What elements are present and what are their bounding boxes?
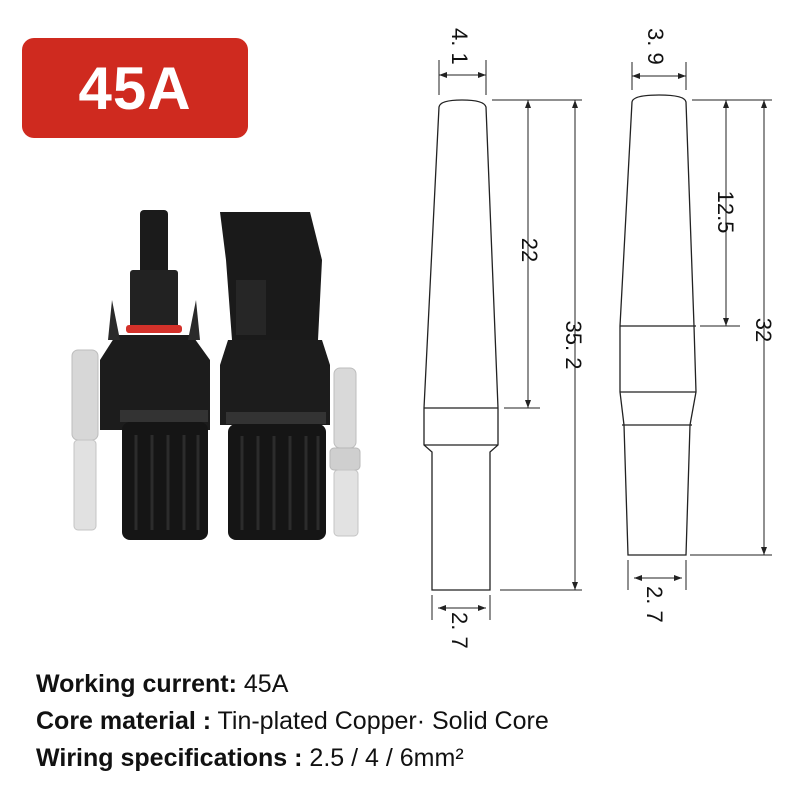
spec-value: 2.5 / 4 / 6mm² <box>302 744 464 772</box>
current-badge: 45A <box>22 38 248 138</box>
female-connector-icon <box>220 212 330 540</box>
spec-wiring: Wiring specifications : 2.5 / 4 / 6mm² <box>36 740 776 777</box>
spec-list: Working current: 45A Core material : Tin… <box>36 666 776 777</box>
female-pin-icon <box>329 367 361 537</box>
dimension-drawing: 4. 1 22 35. 2 2. 7 3. 9 12.5 32 2. 7 <box>423 28 776 649</box>
male-connector-icon <box>100 210 210 540</box>
left-upper-length-label: 22 <box>517 238 542 262</box>
right-upper-length-label: 12.5 <box>713 191 738 234</box>
spec-working-current: Working current: 45A <box>36 666 776 703</box>
male-pin-icon <box>71 349 99 531</box>
right-pin-outline <box>619 94 697 556</box>
spec-key: Wiring specifications : <box>36 744 303 772</box>
connector-illustration <box>71 210 361 540</box>
right-bottom-diameter-label: 2. 7 <box>642 586 667 623</box>
spec-key: Core material : <box>36 707 212 735</box>
spec-value: Tin-plated Copper· Solid Core <box>211 707 549 735</box>
left-bottom-diameter-label: 2. 7 <box>447 612 472 649</box>
left-pin-outline <box>423 99 499 591</box>
left-top-diameter-label: 4. 1 <box>447 28 472 65</box>
spec-value: 45A <box>236 670 289 698</box>
spec-core-material: Core material : Tin-plated Copper· Solid… <box>36 703 776 740</box>
left-total-length-label: 35. 2 <box>561 321 586 370</box>
spec-key: Working current: <box>36 670 237 698</box>
right-total-length-label: 32 <box>751 318 776 342</box>
right-top-diameter-label: 3. 9 <box>643 28 668 65</box>
badge-label: 45A <box>78 54 192 122</box>
